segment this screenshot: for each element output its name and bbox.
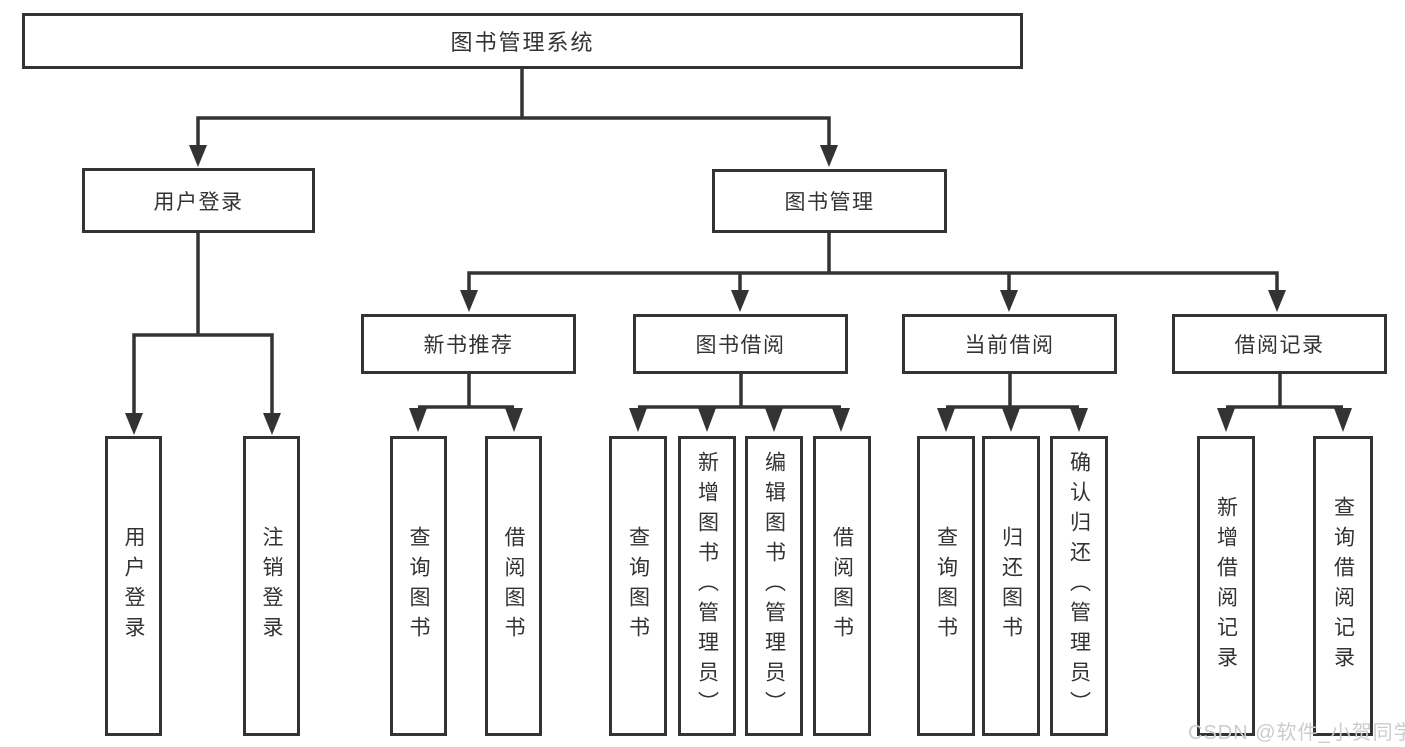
arrowhead (698, 408, 716, 432)
connector-new-book-children (409, 373, 523, 432)
leaf-add-books-admin: 新增图书（管理员） (678, 436, 736, 736)
leaf-borrow-books: 借阅图书 (813, 436, 871, 736)
node-book-borrowing: 图书借阅 (633, 314, 848, 374)
arrowhead (832, 408, 850, 432)
arrowhead (1070, 408, 1088, 432)
arrowhead (937, 408, 955, 432)
node-current-borrowing: 当前借阅 (902, 314, 1117, 374)
leaf-query-books-current: 查询图书 (917, 436, 975, 736)
leaf-edit-books-admin: 编辑图书（管理员） (745, 436, 803, 736)
connector-current-borrow-children (937, 373, 1088, 432)
arrowhead (189, 145, 207, 167)
arrowhead (1002, 408, 1020, 432)
leaf-logout: 注销登录 (243, 436, 300, 736)
arrowhead (505, 408, 523, 432)
arrowhead (1217, 408, 1235, 432)
connector-root-to-level2 (189, 68, 838, 167)
leaf-add-borrow-record: 新增借阅记录 (1197, 436, 1255, 736)
arrowhead (1334, 408, 1352, 432)
arrowhead (820, 145, 838, 167)
arrowhead (263, 413, 281, 435)
arrowhead (731, 290, 749, 312)
arrowhead (460, 290, 478, 312)
leaf-query-borrow-record: 查询借阅记录 (1313, 436, 1373, 736)
node-borrowing-records: 借阅记录 (1172, 314, 1387, 374)
leaf-user-login: 用户登录 (105, 436, 162, 736)
connector-borrow-record-children (1217, 373, 1352, 432)
arrowhead (409, 408, 427, 432)
arrowhead (1268, 290, 1286, 312)
arrowhead (765, 408, 783, 432)
connector-book-management-children (460, 232, 1286, 312)
leaf-query-books-recommend: 查询图书 (390, 436, 447, 736)
arrowhead (1000, 290, 1018, 312)
connector-book-borrow-children (629, 373, 850, 432)
leaf-query-books-borrow: 查询图书 (609, 436, 667, 736)
csdn-watermark: CSDN @软件_小贺同学 (1188, 722, 1405, 744)
node-user-login: 用户登录 (82, 168, 315, 233)
node-new-book-recommendation: 新书推荐 (361, 314, 576, 374)
arrowhead (629, 408, 647, 432)
leaf-borrow-books-recommend: 借阅图书 (485, 436, 542, 736)
leaf-confirm-return-admin: 确认归还（管理员） (1050, 436, 1108, 736)
arrowhead (125, 413, 143, 435)
leaf-return-books: 归还图书 (982, 436, 1040, 736)
node-library-management-system: 图书管理系统 (22, 13, 1023, 69)
connector-user-login-children (125, 233, 281, 435)
node-book-management: 图书管理 (712, 169, 947, 233)
